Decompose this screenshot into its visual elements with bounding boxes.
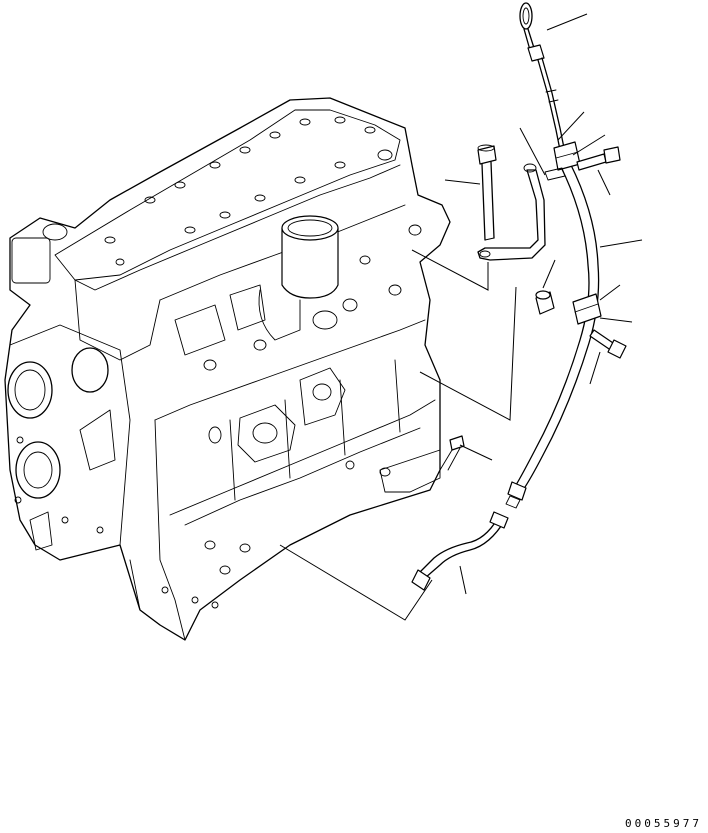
collar <box>535 290 555 315</box>
lower-tube <box>411 511 509 591</box>
leader-lines <box>279 13 643 621</box>
lower-clamp <box>572 293 602 325</box>
upper-clamp-bolt <box>576 146 621 171</box>
upper-clamp <box>544 141 581 181</box>
engine-block <box>4 97 451 641</box>
lower-clamp-bolt <box>589 329 627 359</box>
oil-dipstick <box>519 2 567 161</box>
long-bolt <box>477 144 497 241</box>
water-outlet <box>258 215 339 341</box>
drawing-number: 00055977 <box>625 817 702 830</box>
dipstick-guide-tube <box>505 162 600 509</box>
small-bolt <box>439 435 465 471</box>
guide-bracket <box>477 163 546 261</box>
head-bolt-holes <box>104 116 393 266</box>
